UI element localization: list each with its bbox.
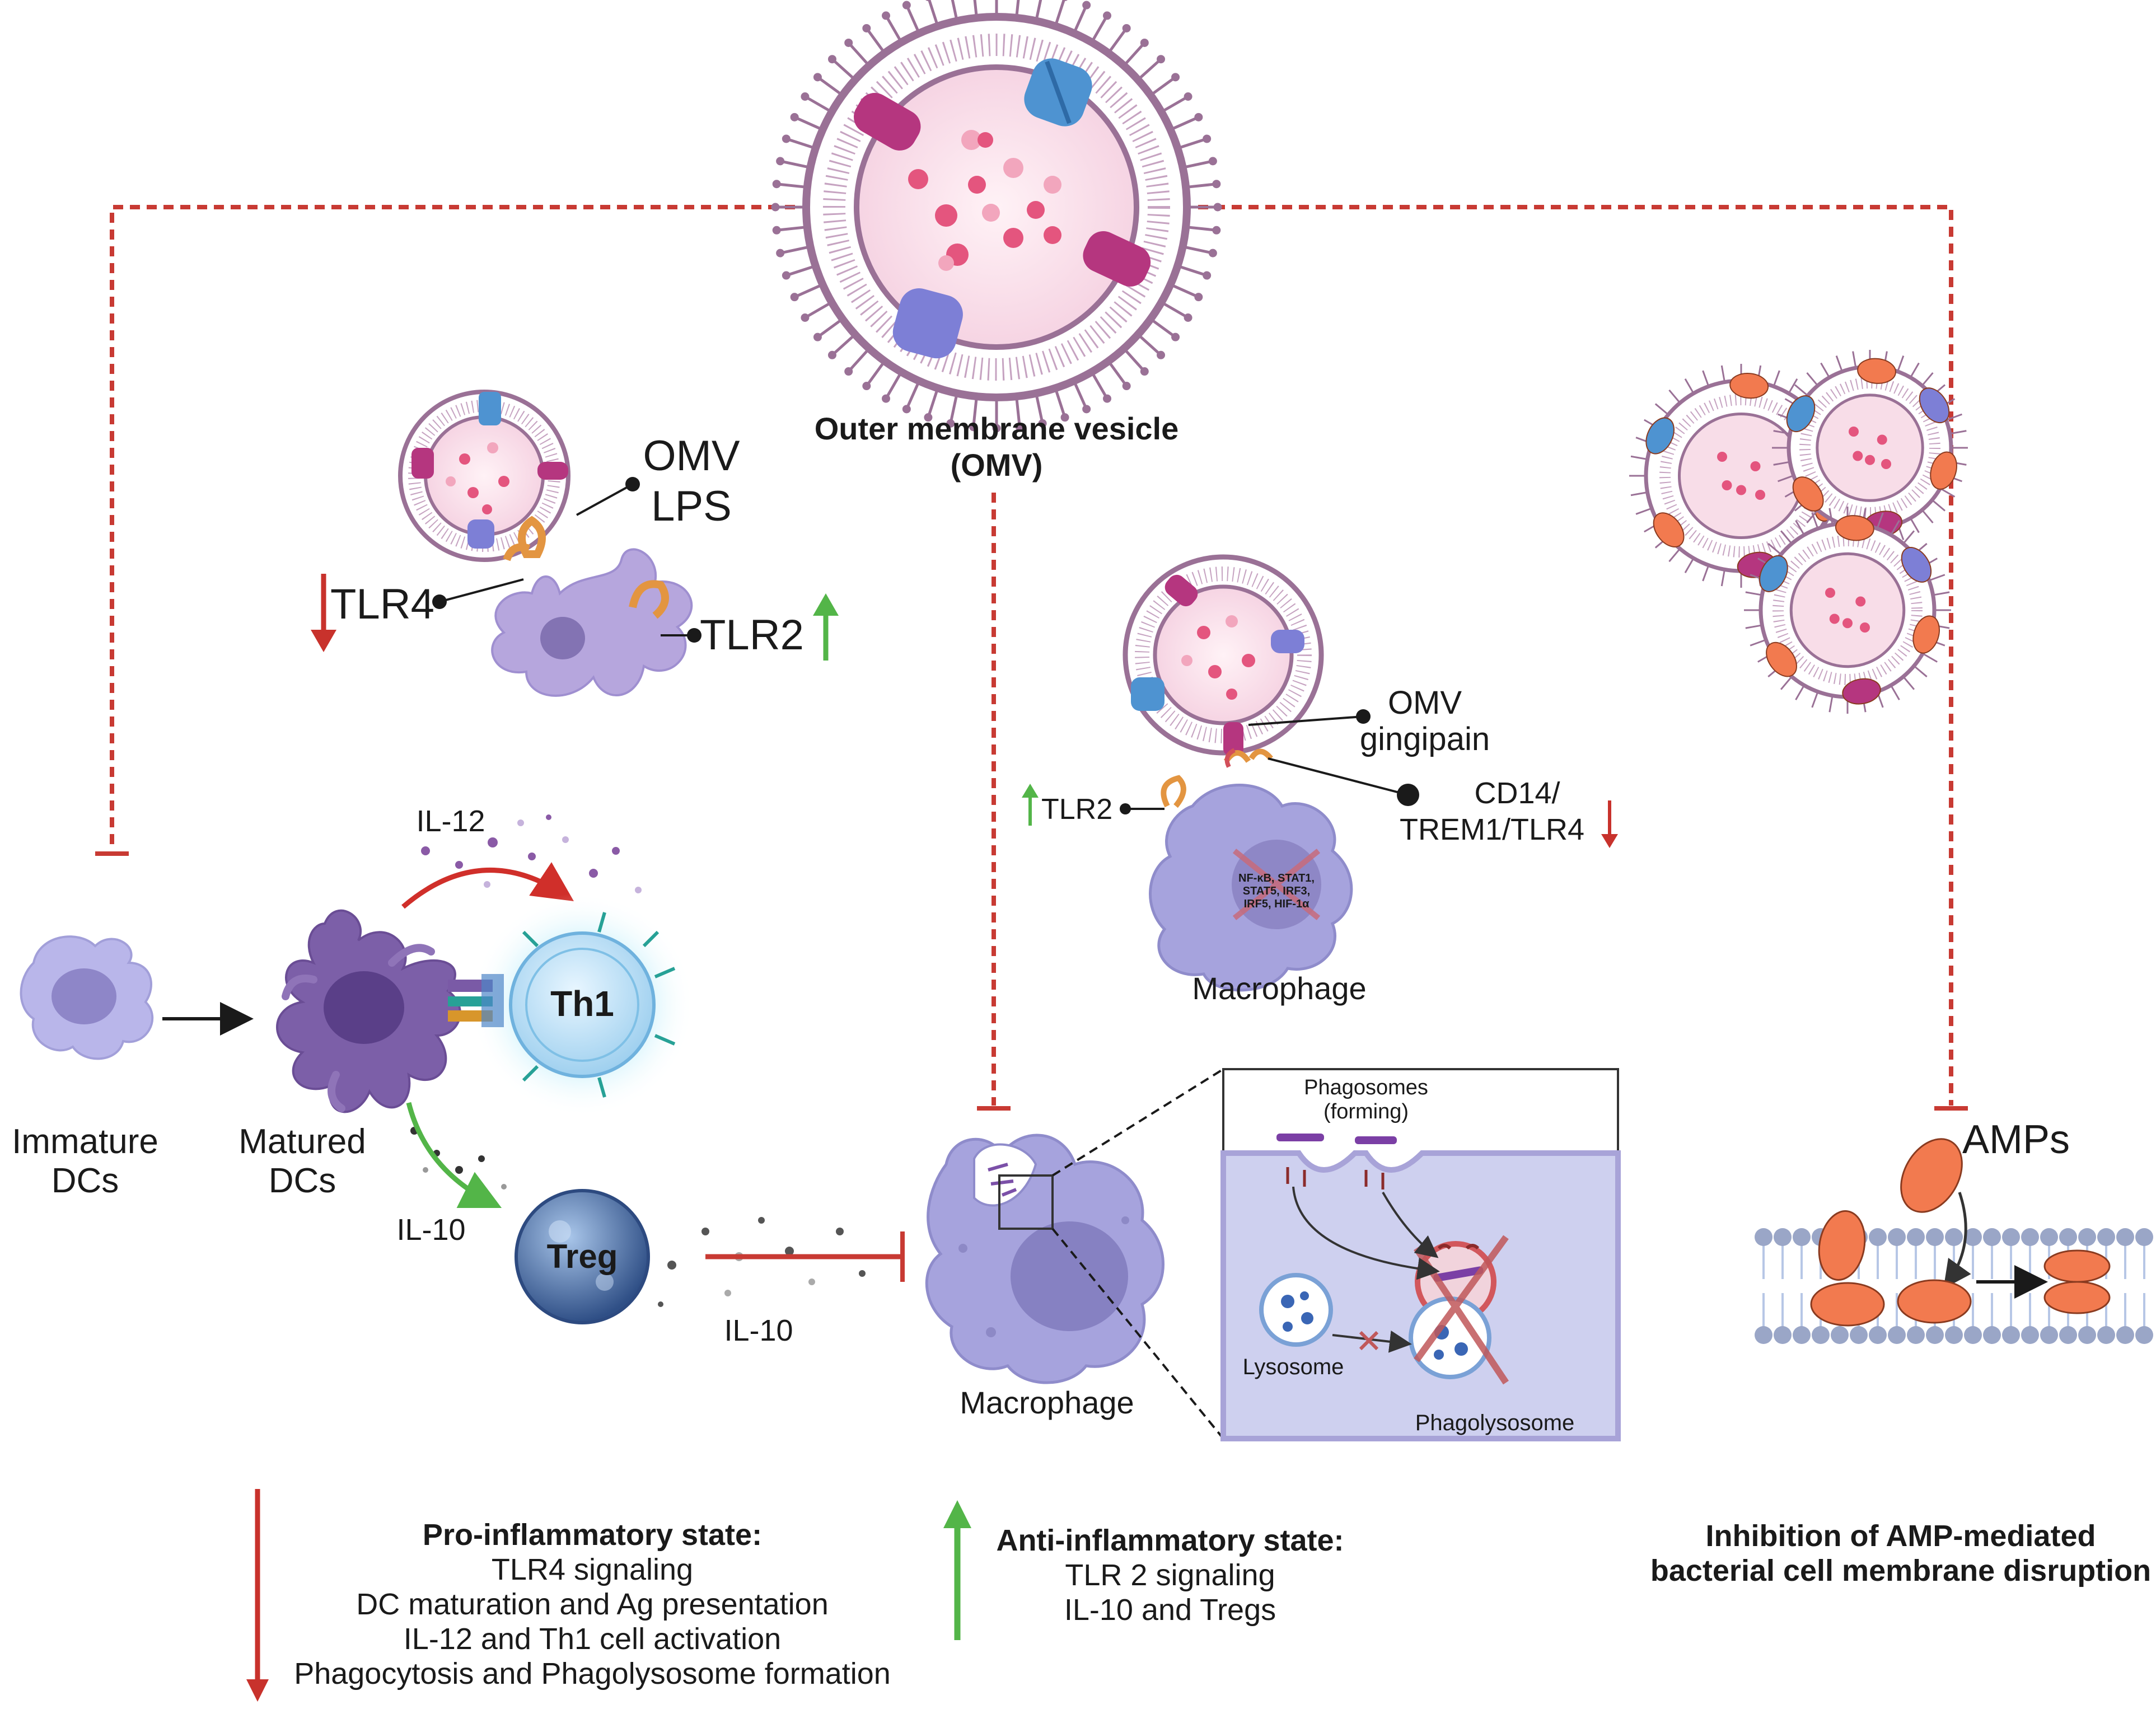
phagosomes-label-line1: Phagosomes — [1304, 1076, 1428, 1099]
dendritic-cell-icon — [491, 516, 693, 697]
il10-particles-b — [658, 1217, 866, 1307]
pro-inflammatory-arrow-icon — [246, 1489, 269, 1702]
immature-dc-icon — [20, 935, 154, 1060]
matured-dc-icon — [276, 909, 461, 1113]
il12-arrow — [401, 862, 574, 909]
phagolysosome-label: Phagolysosome — [1415, 1411, 1575, 1435]
amp-inhibition-line1: Inhibition of AMP-mediated — [1706, 1519, 2096, 1553]
matured-dc-label-line1: Matured — [238, 1122, 366, 1161]
tlr2-up-arrow-icon — [813, 593, 839, 661]
phagosomes-label-line2: (forming) — [1323, 1100, 1409, 1123]
il12-label: IL-12 — [416, 804, 485, 838]
il10-arrow — [406, 1102, 502, 1209]
main-omv-title-line2: (OMV) — [951, 447, 1043, 483]
anti-item-2: IL-10 and Tregs — [1064, 1593, 1276, 1627]
amp-inhibition-line2: bacterial cell membrane disruption — [1650, 1554, 2151, 1587]
pro-item-2: DC maturation and Ag presentation — [356, 1587, 829, 1621]
immature-dc-label-line2: DCs — [52, 1162, 119, 1200]
cd14-down-arrow-icon — [1601, 800, 1618, 848]
treg-cell-icon — [515, 1189, 650, 1324]
main-omv-icon — [771, 0, 1222, 433]
pro-item-3: IL-12 and Th1 cell activation — [404, 1622, 781, 1656]
amps-label: AMPs — [1962, 1117, 2070, 1162]
bottom-macrophage-icon — [925, 1134, 1164, 1384]
tlr4-down-arrow-icon — [311, 574, 336, 652]
th1-cell-icon — [448, 893, 694, 1117]
immature-dc-label-line1: Immature — [12, 1122, 158, 1161]
dc-tlr4-label: TLR4 — [330, 580, 434, 628]
amp-coated-omvs-icon — [1629, 350, 1968, 714]
anti-inflammatory-arrow-icon — [943, 1500, 971, 1640]
cd14-label-line1: CD14/ — [1474, 776, 1560, 810]
macrophage-tlr2-up-arrow-icon — [1022, 784, 1039, 826]
cd14-label-line2: TREM1/TLR4 — [1400, 813, 1584, 846]
amp-membrane-icon — [1755, 1138, 2153, 1344]
small-omv-icon — [398, 390, 570, 562]
dc-lps-label: LPS — [651, 483, 732, 530]
gingipain-label: gingipain — [1360, 721, 1490, 757]
pro-item-1: TLR4 signaling — [492, 1553, 693, 1586]
dc-omv-label: OMV — [643, 432, 740, 480]
inhibition-lines — [95, 205, 1968, 1111]
tf-line2: STAT5, IRF3, — [1243, 885, 1310, 897]
anti-item-1: TLR 2 signaling — [1065, 1558, 1275, 1592]
right-macrophage-label: Macrophage — [1192, 971, 1366, 1006]
pro-item-4: Phagocytosis and Phagolysosome formation — [294, 1657, 891, 1690]
right-macrophage-icon — [1149, 748, 1353, 992]
il10-label-a: IL-10 — [396, 1213, 465, 1247]
lysosome-label: Lysosome — [1243, 1355, 1344, 1379]
gingipain-omv-label: OMV — [1388, 685, 1462, 721]
matured-dc-label-line2: DCs — [269, 1162, 336, 1200]
bottom-macrophage-label: Macrophage — [960, 1385, 1134, 1420]
omv-gingipain-icon — [1123, 554, 1324, 756]
th1-label: Th1 — [550, 984, 614, 1024]
il10-particles-a — [410, 1127, 507, 1196]
main-omv-title-line1: Outer membrane vesicle — [815, 411, 1179, 446]
il10-label-b: IL-10 — [724, 1314, 793, 1347]
anti-inflammatory-title: Anti-inflammatory state: — [996, 1524, 1344, 1557]
dc-tlr2-label: TLR2 — [700, 611, 804, 659]
pro-inflammatory-title: Pro-inflammatory state: — [423, 1518, 762, 1552]
tf-line1: NF-κB, STAT1, — [1238, 872, 1315, 884]
macrophage-tlr2-label: TLR2 — [1041, 793, 1112, 826]
treg-label: Treg — [547, 1238, 618, 1275]
il12-particles — [421, 814, 642, 893]
phagosome-inset — [1220, 1068, 1621, 1441]
tf-line3: IRF5, HIF-1α — [1244, 898, 1309, 910]
